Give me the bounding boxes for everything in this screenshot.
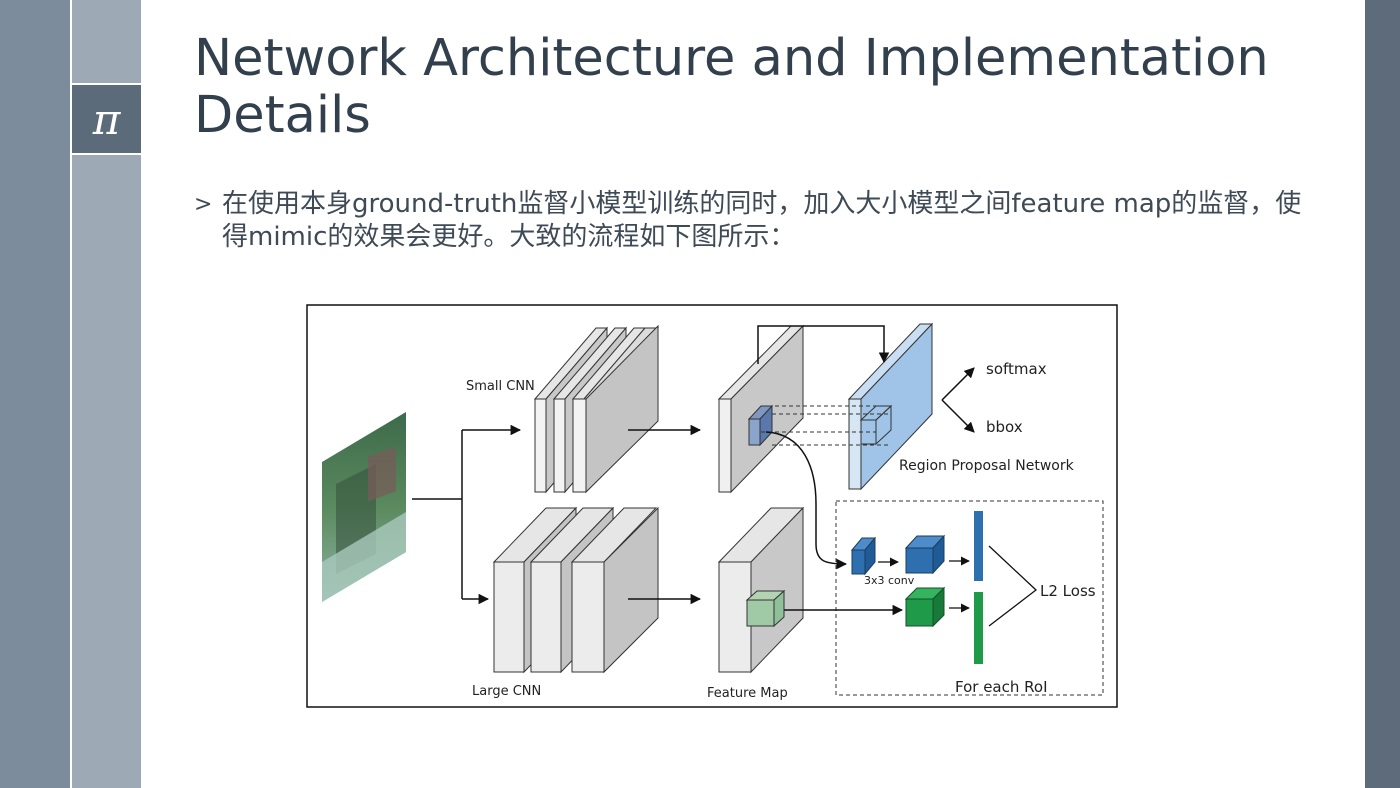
diagram-svg: Small CNN Large CNN: [306, 304, 1118, 708]
left-sidebar-strip: [0, 0, 70, 788]
softmax-label: softmax: [986, 360, 1047, 378]
blue-vector: [974, 511, 983, 581]
green-block: [904, 586, 946, 628]
green-vector: [974, 592, 983, 664]
architecture-diagram: Small CNN Large CNN: [306, 304, 1118, 708]
rpn-label: Region Proposal Network: [899, 458, 1075, 474]
roi-dashed-box: [835, 500, 1104, 696]
input-image: [322, 412, 406, 602]
slide-title: Network Architecture and Implementation …: [194, 29, 1269, 145]
bullet-point: > 在使用本身ground-truth监督小模型训练的同时，加入大小模型之间fe…: [194, 188, 1314, 254]
bullet-text: 在使用本身ground-truth监督小模型训练的同时，加入大小模型之间feat…: [222, 189, 1302, 252]
small-feature-map: [717, 324, 805, 494]
right-sidebar-strip: [1365, 0, 1400, 788]
divider-top: [72, 83, 141, 85]
small-conv-block: [850, 536, 877, 576]
conv-label: 3x3 conv: [864, 574, 915, 587]
small-cnn-label: Small CNN: [466, 379, 535, 394]
large-cnn-layers: [492, 506, 659, 674]
pi-logo: π: [72, 85, 141, 153]
small-cnn-layers: [533, 324, 660, 494]
roi-label: For each RoI: [955, 678, 1048, 696]
feature-map-label: Feature Map: [707, 686, 788, 701]
large-feature-map: [717, 506, 805, 674]
l2-loss-label: L2 Loss: [1040, 582, 1096, 600]
bbox-label: bbox: [986, 418, 1023, 436]
pi-symbol: π: [92, 94, 121, 144]
rpn-layer: [847, 322, 934, 491]
divider-bottom: [72, 153, 141, 155]
bullet-chevron-icon: >: [194, 192, 213, 217]
projection-lines: [761, 405, 891, 446]
large-cnn-label: Large CNN: [472, 684, 541, 699]
conv-output-block: [904, 534, 946, 575]
